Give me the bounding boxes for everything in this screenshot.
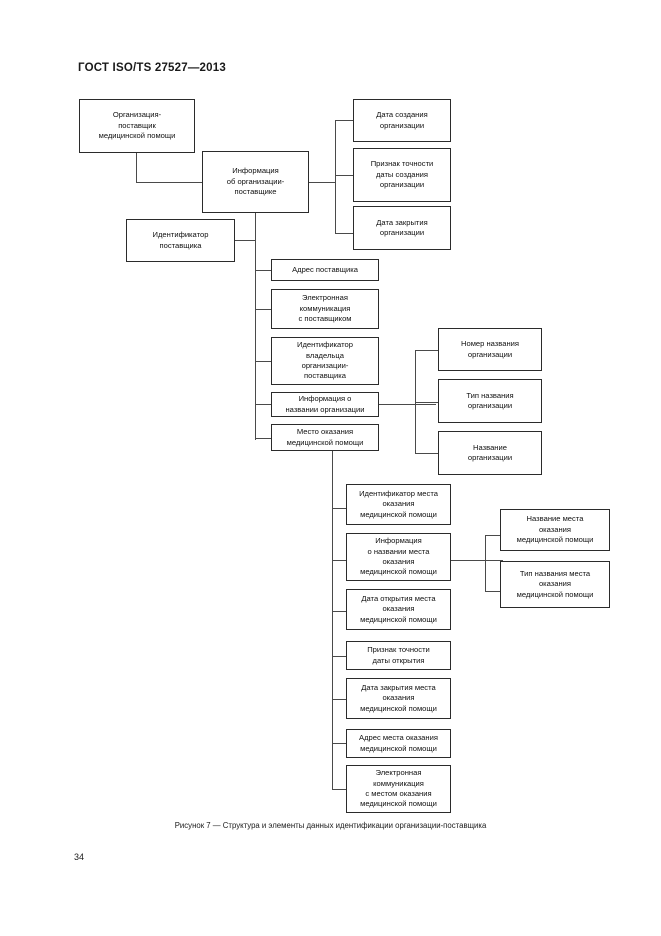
node-label: Организация- поставщик медицинской помощ… [98, 110, 176, 141]
node-org-name-type[interactable]: Тип названия организации [438, 379, 542, 423]
node-label: Номер названия организации [460, 339, 520, 359]
node-owner-id[interactable]: Идентификатор владельца организации- пос… [271, 337, 379, 385]
node-label: Тип названия места оказания медицинской … [516, 568, 594, 599]
connector-line [451, 560, 503, 561]
figure-caption: Рисунок 7 — Структура и элементы данных … [174, 821, 487, 830]
node-provider-address[interactable]: Адрес поставщика [271, 259, 379, 281]
connector-line [415, 402, 438, 403]
connector-line [335, 175, 353, 176]
node-org-create-date-precision[interactable]: Признак точности даты создания организац… [353, 148, 451, 202]
connector-line [335, 120, 336, 233]
connector-line [255, 438, 271, 439]
connector-line [255, 212, 256, 440]
connector-line [136, 182, 203, 183]
page-number: 34 [74, 852, 85, 862]
connector-line [485, 591, 500, 592]
node-label: Информация о названии места оказания мед… [360, 536, 437, 577]
node-label: Идентификатор места оказания медицинской… [359, 488, 438, 519]
connector-line [485, 535, 486, 591]
connector-line [332, 789, 346, 790]
node-place-ecomm[interactable]: Электронная коммуникация с местом оказан… [346, 765, 451, 813]
node-label: Адрес поставщика [292, 264, 358, 274]
page-title: ГОСТ ISO/TS 27527—2013 [78, 62, 226, 74]
node-place-id[interactable]: Идентификатор места оказания медицинской… [346, 484, 451, 525]
connector-line [332, 699, 346, 700]
node-label: Дата открытия места оказания медицинской… [360, 593, 437, 624]
connector-line [415, 350, 416, 453]
connector-line [335, 120, 353, 121]
node-provider-id[interactable]: Идентификатор поставщика [126, 219, 235, 262]
node-label: Идентификатор поставщика [152, 230, 209, 250]
node-org-create-date[interactable]: Дата создания организации [353, 99, 451, 142]
node-org-name-info[interactable]: Информация о названии организации [271, 392, 379, 417]
node-label: Информация о названии организации [285, 394, 365, 414]
node-place-name[interactable]: Название места оказания медицинской помо… [500, 509, 610, 551]
connector-line [379, 404, 436, 405]
node-label: Электронная коммуникация с поставщиком [298, 293, 352, 324]
connector-line [136, 152, 137, 182]
connector-line [255, 361, 271, 362]
node-org-close-date[interactable]: Дата закрытия организации [353, 206, 451, 250]
connector-line [415, 350, 438, 351]
connector-line [332, 560, 346, 561]
node-label: Идентификатор владельца организации- пос… [297, 340, 353, 381]
node-org-info[interactable]: Информация об организации- поставщике [202, 151, 309, 213]
node-label: Тип названия организации [466, 390, 514, 410]
node-place-name-type[interactable]: Тип названия места оказания медицинской … [500, 561, 610, 608]
connector-line [235, 240, 256, 241]
connector-line [415, 453, 438, 454]
connector-line [255, 404, 271, 405]
connector-line [332, 508, 346, 509]
connector-line [255, 270, 271, 271]
connector-line [332, 611, 346, 612]
connector-line [332, 743, 346, 744]
node-label: Дата создания организации [376, 110, 428, 130]
node-place-address[interactable]: Адрес места оказания медицинской помощи [346, 729, 451, 758]
node-label: Место оказания медицинской помощи [286, 427, 364, 447]
connector-line [255, 309, 271, 310]
node-label: Дата закрытия места оказания медицинской… [360, 682, 437, 713]
node-label: Информация об организации- поставщике [226, 166, 285, 197]
node-label: Электронная коммуникация с местом оказан… [360, 768, 437, 809]
node-label: Дата закрытия организации [376, 217, 428, 237]
node-org-name-number[interactable]: Номер названия организации [438, 328, 542, 371]
connector-line [332, 656, 346, 657]
node-place-open-precision[interactable]: Признак точности даты открытия [346, 641, 451, 670]
connector-line [332, 451, 333, 789]
node-care-place[interactable]: Место оказания медицинской помощи [271, 424, 379, 451]
connector-line [308, 182, 335, 183]
node-place-close-date[interactable]: Дата закрытия места оказания медицинской… [346, 678, 451, 719]
figure-diagram: Организация- поставщик медицинской помощ… [79, 99, 610, 813]
node-place-name-info[interactable]: Информация о названии места оказания мед… [346, 533, 451, 581]
node-label: Название места оказания медицинской помо… [516, 514, 594, 545]
node-org-name[interactable]: Название организации [438, 431, 542, 475]
node-label: Название организации [467, 442, 513, 462]
node-label: Признак точности даты открытия [367, 645, 430, 665]
node-place-open-date[interactable]: Дата открытия места оказания медицинской… [346, 589, 451, 630]
connector-line [485, 535, 500, 536]
connector-line [335, 233, 353, 234]
node-label: Признак точности даты создания организац… [370, 159, 434, 190]
node-root[interactable]: Организация- поставщик медицинской помощ… [79, 99, 195, 153]
node-provider-ecomm[interactable]: Электронная коммуникация с поставщиком [271, 289, 379, 329]
node-label: Адрес места оказания медицинской помощи [359, 733, 438, 753]
